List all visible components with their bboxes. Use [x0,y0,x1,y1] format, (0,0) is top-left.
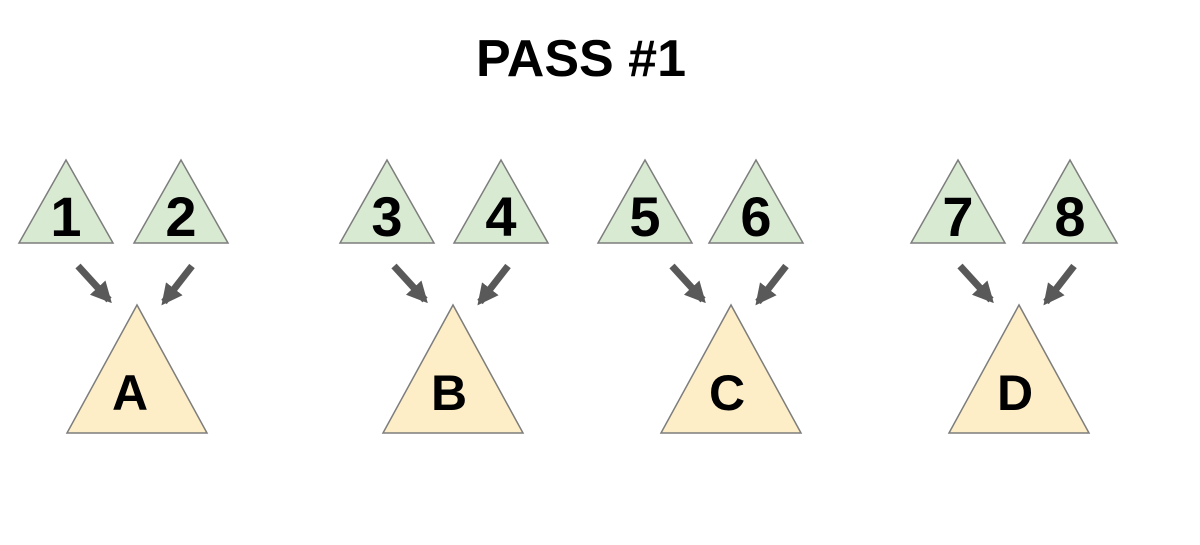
input-triangle [1021,158,1119,244]
output-triangle-label: D [997,365,1033,421]
input-triangle-label: 7 [942,185,973,248]
merge-group-c: 5 6 C [596,158,805,434]
input-triangle-label: 2 [165,185,196,248]
output-triangle [947,303,1091,434]
input-triangle [909,158,1007,244]
input-triangle [452,158,550,244]
input-triangle [596,158,694,244]
output-triangle-label: C [709,365,745,421]
output-triangle-label: A [112,365,148,421]
diagram-title: PASS #1 [475,30,687,88]
input-triangle-label: 3 [371,185,402,248]
input-triangle [707,158,805,244]
arrow-down-left-icon [1043,263,1077,306]
arrow-down-right-icon [75,263,112,304]
input-triangle [132,158,230,244]
arrow-down-right-icon [669,263,706,304]
input-triangle [17,158,115,244]
merge-group-d: 7 8 D [909,158,1119,434]
input-triangle-label: 1 [50,185,81,248]
arrow-down-left-icon [477,263,511,306]
arrow-down-left-icon [161,263,195,306]
input-triangle-label: 6 [740,185,771,248]
output-triangle-label: B [431,365,467,421]
output-triangle [659,303,803,434]
input-triangle-label: 4 [485,185,516,248]
input-triangle-label: 5 [629,185,660,248]
merge-group-b: 3 4 B [338,158,550,434]
arrow-down-left-icon [755,263,789,306]
arrow-down-right-icon [957,263,994,304]
arrow-down-right-icon [391,263,428,304]
merge-group-a: 1 2 A [17,158,230,434]
input-triangle [338,158,436,244]
output-triangle [65,303,209,434]
input-triangle-label: 8 [1054,185,1085,248]
output-triangle [381,303,525,434]
